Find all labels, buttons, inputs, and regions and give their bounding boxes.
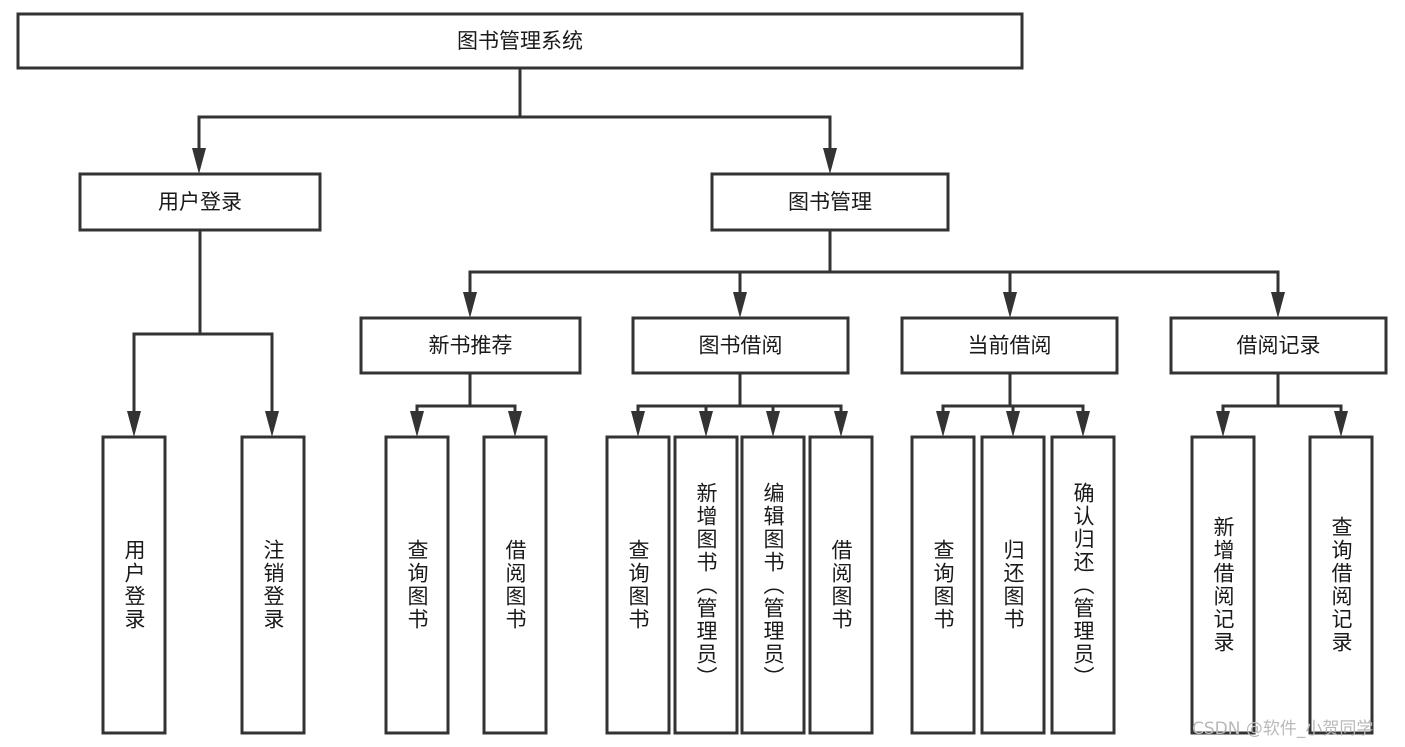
node-box-leaf-add-book[interactable]	[673, 435, 739, 735]
node-box-root[interactable]	[16, 12, 1024, 70]
arrow-head-icon	[766, 411, 780, 437]
node-box-book-manage[interactable]	[710, 172, 950, 232]
arrow-head-icon	[1003, 292, 1017, 318]
arrow-head-icon	[1076, 411, 1090, 437]
node-box-current-borrow[interactable]	[900, 316, 1119, 375]
node-box-borrow-record[interactable]	[1169, 316, 1388, 375]
node-label-book-borrow: 图书借阅	[699, 334, 783, 358]
arrow-head-icon	[1216, 411, 1230, 437]
arrow-head-icon	[1271, 292, 1285, 318]
connectors-layer	[127, 66, 1348, 437]
node-box-leaf-logout[interactable]	[240, 435, 306, 735]
node-label-root: 图书管理系统	[457, 29, 583, 53]
node-box-user-login[interactable]	[78, 172, 322, 232]
node-box-leaf-query-book-rec[interactable]	[384, 435, 450, 735]
node-box-leaf-query-record[interactable]	[1308, 435, 1374, 735]
arrow-head-icon	[1334, 411, 1348, 437]
arrow-head-icon	[463, 292, 477, 318]
node-label-new-book-rec: 新书推荐	[429, 334, 513, 358]
node-box-book-borrow[interactable]	[631, 316, 850, 375]
node-box-leaf-query-book-cur[interactable]	[910, 435, 976, 735]
node-box-leaf-edit-book[interactable]	[740, 435, 806, 735]
arrow-head-icon	[936, 411, 950, 437]
arrow-head-icon	[508, 411, 522, 437]
node-box-leaf-confirm-return[interactable]	[1050, 435, 1116, 735]
node-label-current-borrow: 当前借阅	[968, 334, 1052, 358]
arrow-head-icon	[265, 411, 279, 437]
csdn-watermark: CSDN @软件_小贺同学	[1192, 719, 1374, 739]
arrow-head-icon	[733, 292, 747, 318]
connector-root-to-level2	[192, 66, 837, 174]
node-box-leaf-add-record[interactable]	[1190, 435, 1256, 735]
node-box-new-book-rec[interactable]	[359, 316, 582, 375]
node-label-book-manage: 图书管理	[788, 190, 872, 214]
arrow-head-icon	[699, 411, 713, 437]
connector-book-borrow-to-leaves	[631, 371, 848, 437]
connector-new-book-rec-to-leaves	[410, 371, 522, 437]
node-box-leaf-borrow-book-bor[interactable]	[808, 435, 874, 735]
node-box-leaf-return-book[interactable]	[980, 435, 1046, 735]
connector-book-manage-to-level3	[463, 228, 1285, 318]
node-label-user-login: 用户登录	[158, 190, 242, 214]
connector-borrow-record-to-leaves	[1216, 371, 1348, 437]
node-box-leaf-borrow-book-rec[interactable]	[482, 435, 548, 735]
arrow-head-icon	[410, 411, 424, 437]
node-box-leaf-user-login[interactable]	[101, 435, 167, 735]
node-box-leaf-query-book-bor[interactable]	[605, 435, 671, 735]
arrow-head-icon	[192, 148, 206, 174]
connector-current-borrow-to-leaves	[936, 371, 1090, 437]
arrow-head-icon	[834, 411, 848, 437]
connector-user-login-to-leaves	[127, 228, 279, 437]
node-boxes-layer	[16, 12, 1388, 735]
arrow-head-icon	[1006, 411, 1020, 437]
arrow-head-icon	[631, 411, 645, 437]
arrow-head-icon	[823, 148, 837, 174]
node-label-borrow-record: 借阅记录	[1237, 334, 1321, 358]
arrow-head-icon	[127, 411, 141, 437]
